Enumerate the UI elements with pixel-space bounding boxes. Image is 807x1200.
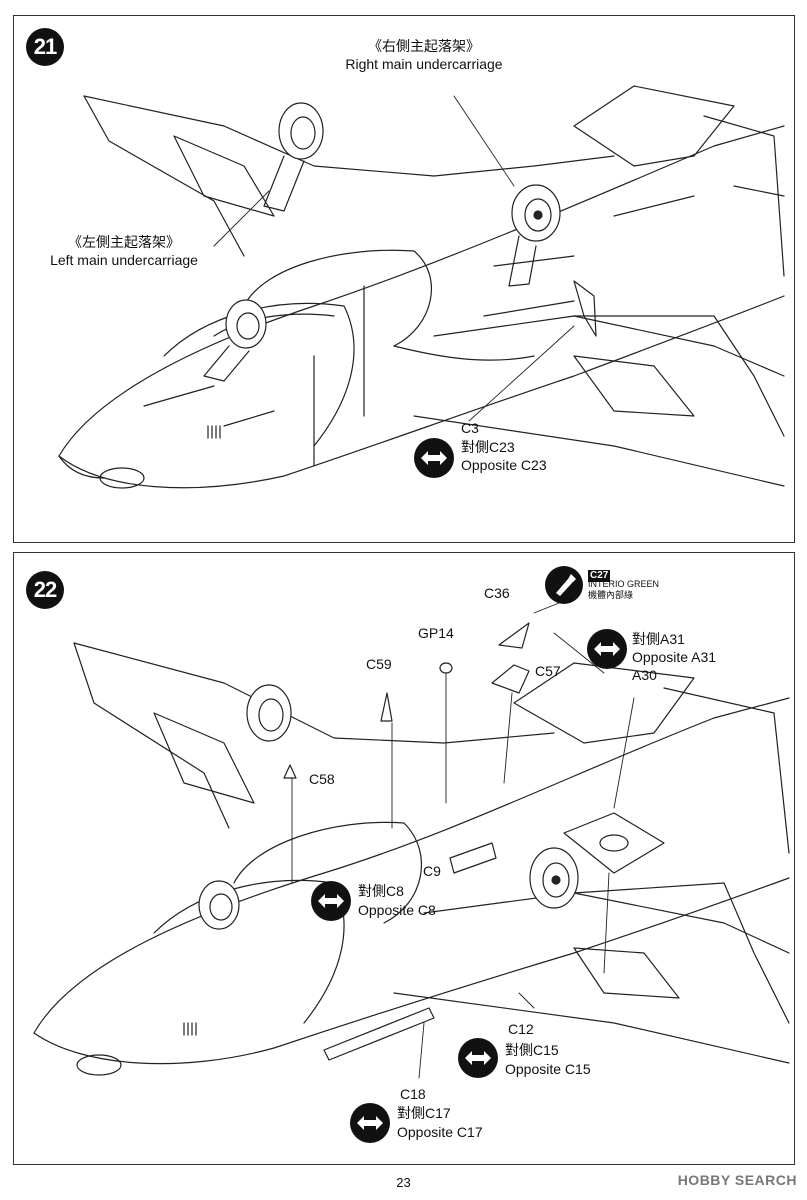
step-22-badge: 22 xyxy=(26,571,64,609)
right-gear-label-cn: 《右側主起落架》 xyxy=(368,38,480,54)
page-number: 23 xyxy=(396,1175,411,1190)
part-c58-label: C58 xyxy=(309,771,335,787)
right-gear-label-en: Right main undercarriage xyxy=(345,56,503,72)
opposite-c15-label-cn: 對側C15 xyxy=(505,1042,559,1058)
paintbrush-icon-badge xyxy=(544,565,584,610)
left-gear-label-cn: 《左側主起落架》 xyxy=(68,234,180,250)
part-c59-label: C59 xyxy=(366,656,392,672)
opposite-c8-label-en: Opposite C8 xyxy=(358,902,436,918)
step-21-badge: 21 xyxy=(26,28,64,66)
watermark: HOBBY SEARCH xyxy=(677,1172,797,1188)
part-gp14-label: GP14 xyxy=(418,625,454,641)
opposite-c17-label-cn: 對側C17 xyxy=(397,1105,451,1121)
opposite-c23-label-cn: 對側C23 xyxy=(461,439,515,455)
opposite-c17-label-en: Opposite C17 xyxy=(397,1124,483,1140)
part-c18-label: C18 xyxy=(400,1086,426,1102)
opposite-c8-label-cn: 對側C8 xyxy=(358,883,404,899)
double-arrow-icon xyxy=(458,1038,498,1078)
opposite-c15-label-en: Opposite C15 xyxy=(505,1061,591,1077)
step-22-aircraft-drawing xyxy=(33,602,790,1079)
part-a30-label: A30 xyxy=(632,667,657,683)
step-22-panel: 22 xyxy=(13,552,795,1165)
part-c36-label: C36 xyxy=(484,585,510,601)
double-arrow-icon xyxy=(587,629,627,669)
left-gear-label-en: Left main undercarriage xyxy=(50,252,198,268)
opposite-c23-label-en: Opposite C23 xyxy=(461,457,547,473)
double-arrow-icon xyxy=(311,881,351,921)
paint-name-cn: 機體內部綠 xyxy=(588,590,634,600)
double-arrow-icon xyxy=(350,1103,390,1143)
opposite-a31-label-en: Opposite A31 xyxy=(632,649,717,665)
paint-code-chip: C27 xyxy=(588,570,611,582)
step-21-panel: 21 xyxy=(13,15,795,543)
part-c9-label: C9 xyxy=(423,863,441,879)
part-c12-label: C12 xyxy=(508,1021,534,1037)
part-c3-label: C3 xyxy=(461,420,479,436)
part-c57-label: C57 xyxy=(535,663,561,679)
opposite-a31-label-cn: 對側A31 xyxy=(632,631,685,647)
paint-name-en: INTERIO GREEN xyxy=(588,579,660,589)
step-21-aircraft-drawing xyxy=(58,85,785,489)
double-arrow-icon xyxy=(414,438,454,478)
